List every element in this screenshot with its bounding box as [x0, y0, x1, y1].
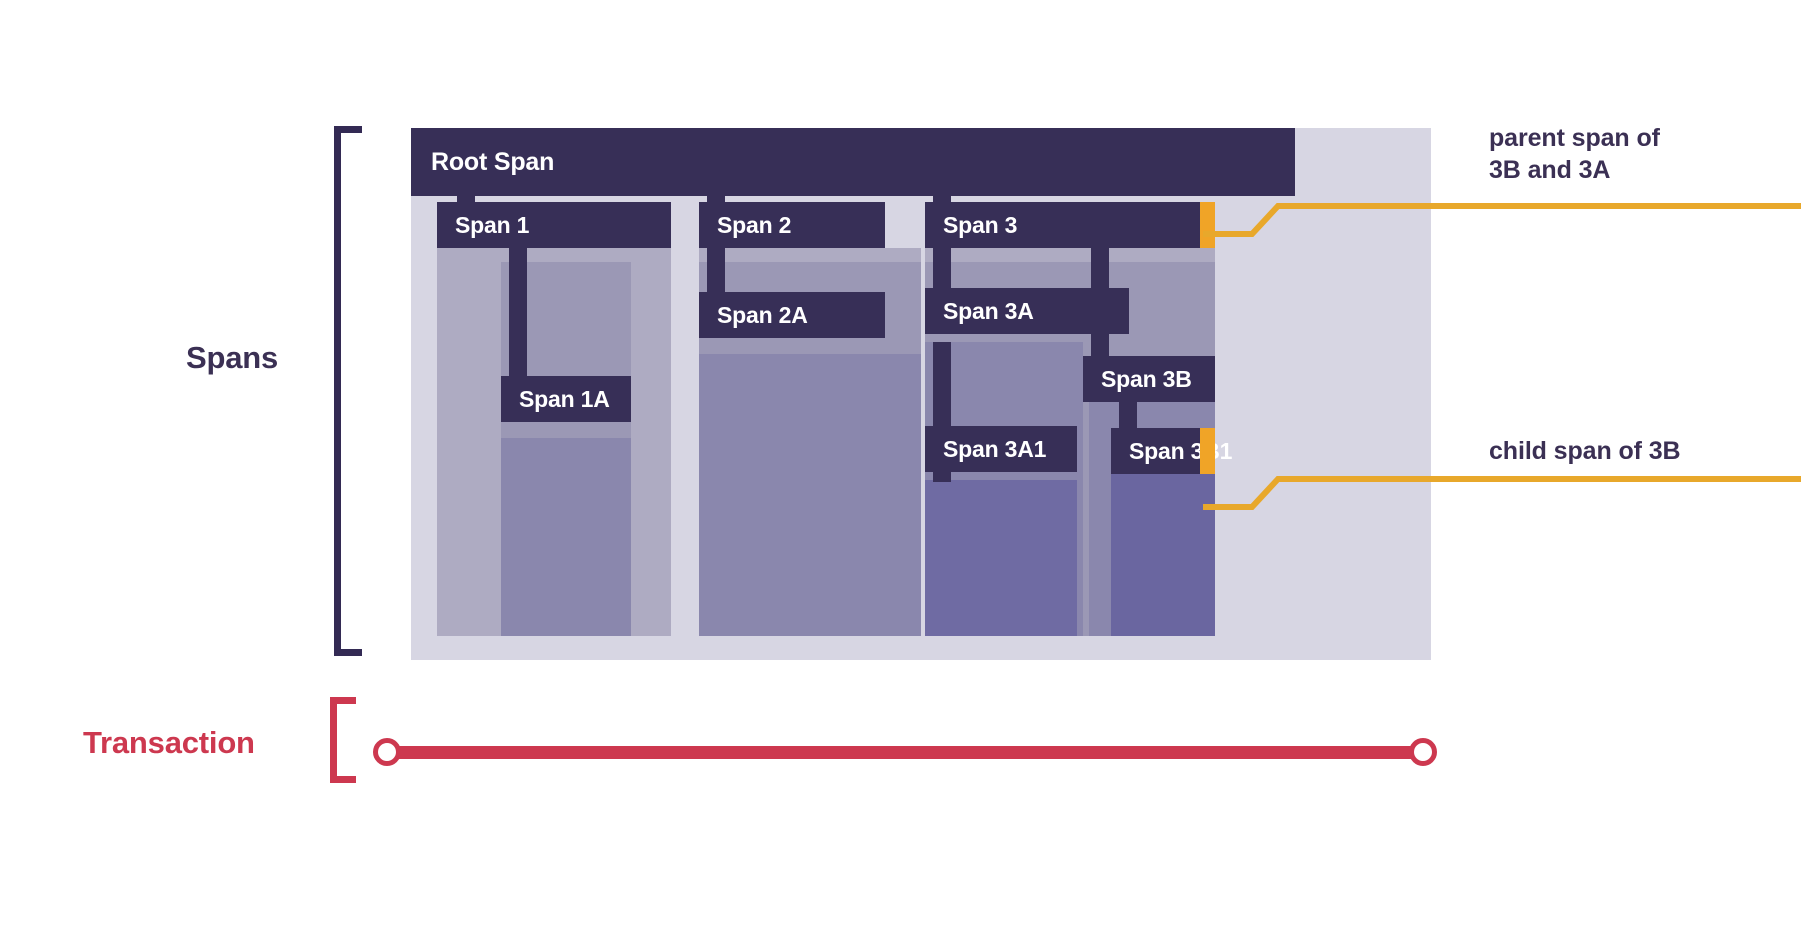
callout-text-child: child span of 3B: [1489, 437, 1681, 465]
highlight-marker-span3b1: [1200, 428, 1215, 474]
span-2a-inner-body: [699, 354, 921, 636]
span-label-span3b: Span 3B: [1101, 365, 1192, 392]
span-label-span2: Span 2: [717, 211, 792, 238]
transaction-start-dot: [373, 738, 401, 766]
span-3a1-body: [925, 480, 1077, 636]
span-label-span3a: Span 3A: [943, 297, 1034, 324]
span-label-span3a1: Span 3A1: [943, 435, 1047, 462]
span-label-root: Root Span: [431, 147, 555, 176]
transaction-end-dot: [1409, 738, 1437, 766]
connector-span1-to-span1a: [509, 248, 527, 400]
transaction-bracket: [330, 697, 356, 783]
transaction-line: [387, 746, 1423, 759]
transaction-section-label: Transaction: [83, 725, 255, 760]
spans-bracket: [334, 126, 362, 656]
callout-leader-line-parent: [1203, 203, 1801, 237]
span-label-span3b1: Span 3B1: [1129, 437, 1233, 464]
callout-leader-line-child: [1203, 476, 1801, 510]
span-header-span3b[interactable]: Span 3B: [1083, 356, 1215, 402]
spans-section-label: Spans: [186, 340, 279, 375]
span-header-span3[interactable]: Span 3: [925, 202, 1215, 248]
callout-text-parent: parent span of 3B and 3A: [1489, 124, 1660, 184]
span-header-span1a[interactable]: Span 1A: [501, 376, 631, 422]
span-label-span2a: Span 2A: [717, 301, 808, 328]
span-header-root[interactable]: Root Span: [411, 128, 1295, 196]
span-header-span3b1[interactable]: Span 3B1: [1111, 428, 1232, 474]
span-header-span3a[interactable]: Span 3A: [925, 288, 1129, 334]
span-label-span1: Span 1: [455, 211, 530, 238]
span-label-span1a: Span 1A: [519, 385, 610, 412]
span-header-span3a1[interactable]: Span 3A1: [925, 426, 1077, 472]
span-label-span3: Span 3: [943, 211, 1018, 238]
span-header-span2[interactable]: Span 2: [699, 202, 885, 248]
span-3b1-body: [1111, 452, 1215, 636]
span-header-span1[interactable]: Span 1: [437, 202, 671, 248]
transaction-bar: [373, 735, 1437, 769]
span-1a-inner-body: [501, 438, 631, 636]
span-waterfall: Root Span Span 1 Span 1A Span 2 Span 2A …: [411, 128, 1431, 660]
span-header-span2a[interactable]: Span 2A: [699, 292, 885, 338]
